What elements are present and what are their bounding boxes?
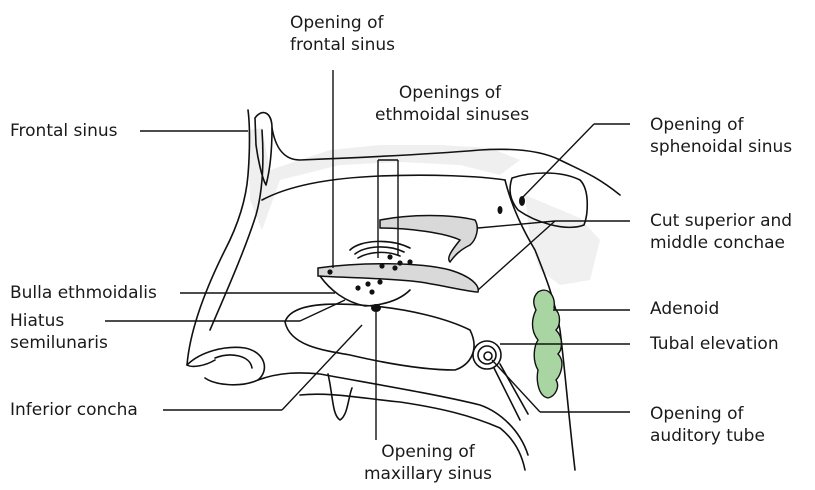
label-adenoid: Adenoid [650,298,719,320]
nasal-outline [187,110,250,366]
label-openings-ethmoidal-sinuses: Openings of ethmoidal sinuses [375,82,525,126]
maxillary-opening [371,304,381,312]
label-cut-superior-middle-conchae: Cut superior and middle conchae [650,210,792,254]
label-opening-frontal-sinus: Opening of frontal sinus [290,12,380,56]
sphenoid-stipple [525,195,600,285]
label-bulla-ethmoidalis: Bulla ethmoidalis [10,282,157,304]
palate-notch [328,374,352,420]
label-opening-sphenoidal-sinus: Opening of sphenoidal sinus [650,114,792,158]
label-inferior-concha: Inferior concha [10,399,138,421]
inferior-concha-shape [285,304,474,370]
superior-concha-cut [380,216,477,263]
sphenoidal-opening-2 [498,206,503,214]
label-frontal-sinus: Frontal sinus [10,120,118,142]
cribriform-line [262,175,505,200]
label-opening-auditory-tube: Opening of auditory tube [650,403,765,447]
middle-concha-cut [318,264,478,292]
frontal-bone-stipple [248,128,520,230]
label-opening-maxillary-sinus: Opening of maxillary sinus [358,441,498,485]
nostril-inner [215,355,252,368]
tubal-elevation-shape [473,341,528,420]
label-hiatus-semilunaris: Hiatus semilunaris [10,310,108,354]
label-tubal-elevation: Tubal elevation [650,333,779,355]
bulla-arcs [350,241,410,258]
